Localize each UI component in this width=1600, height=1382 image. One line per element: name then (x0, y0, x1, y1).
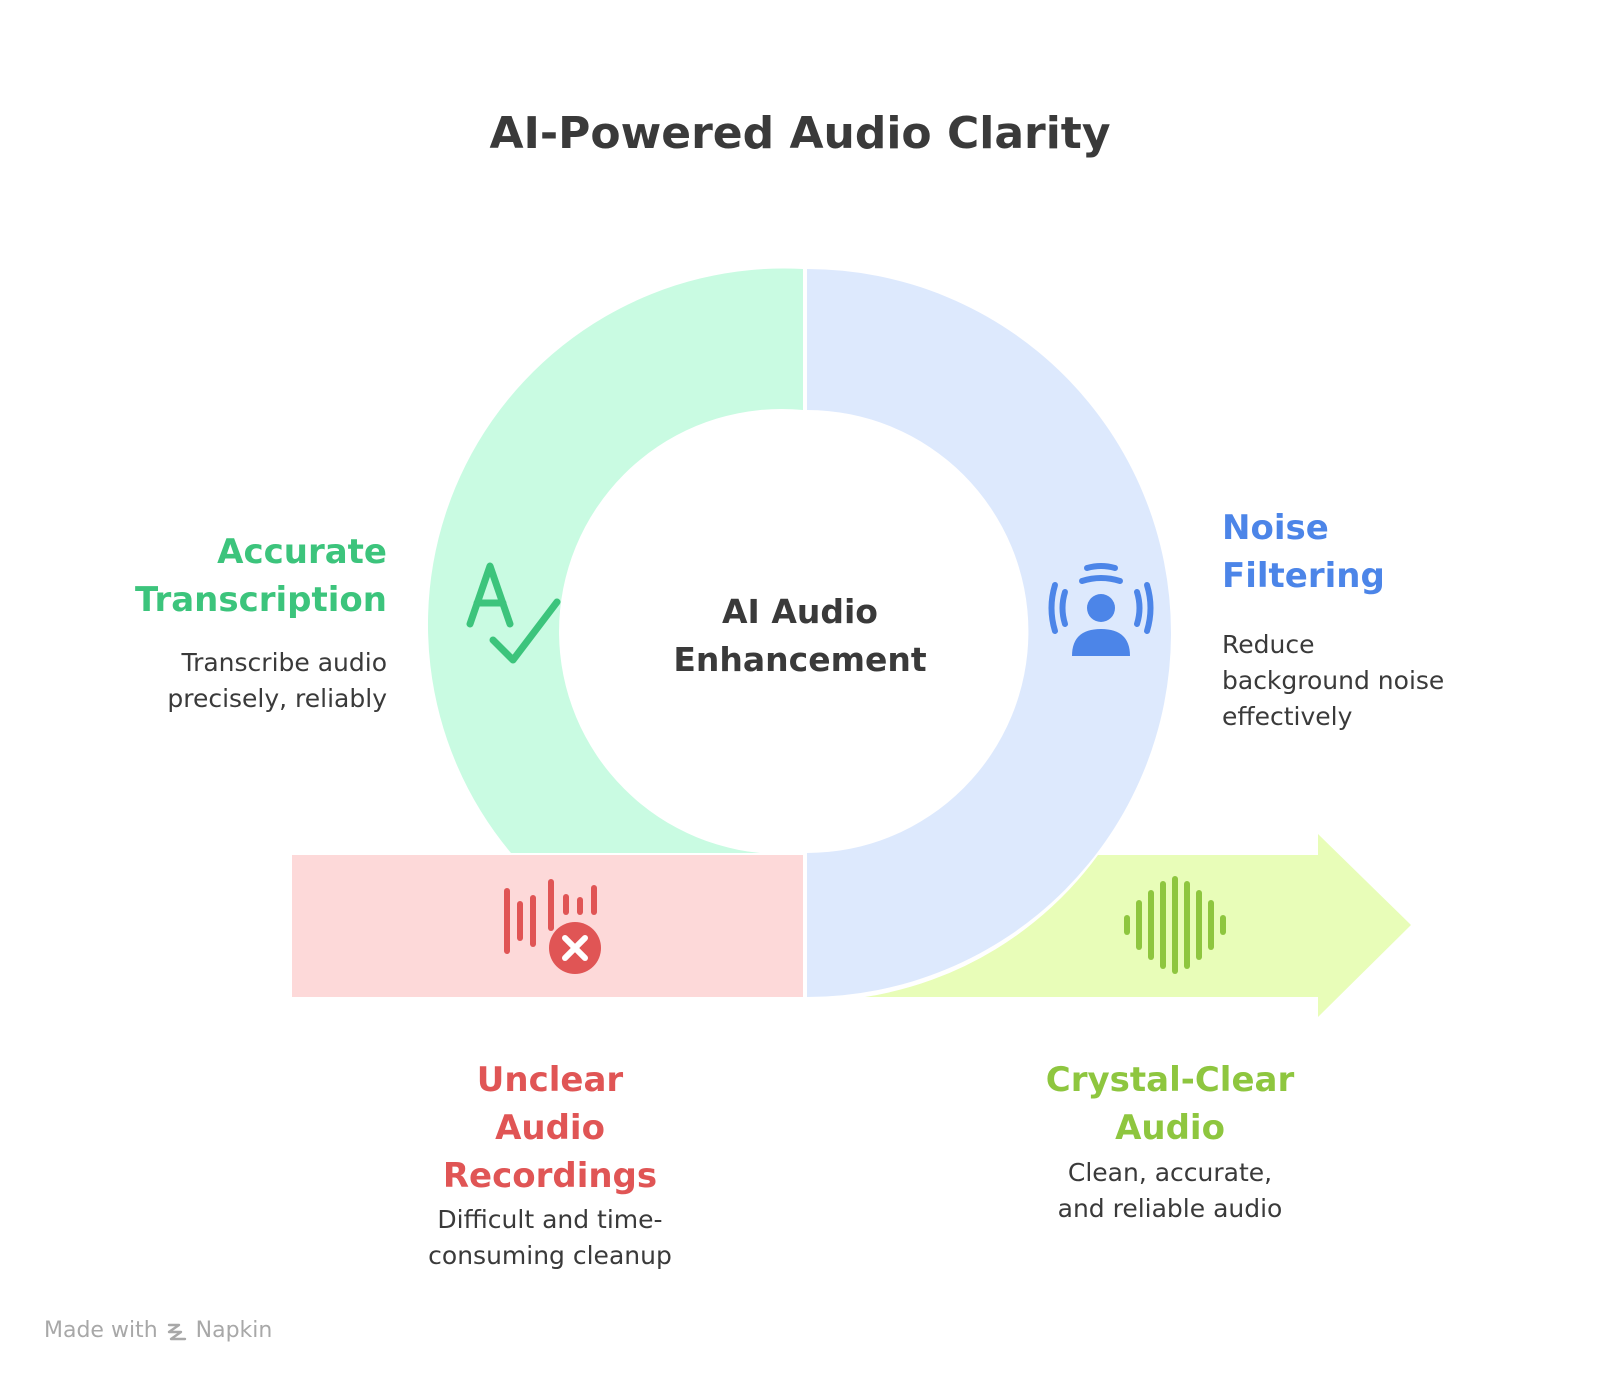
heading-line: Noise (1222, 508, 1329, 548)
noise-filtering-description: Reduce background noise effectively (1222, 627, 1522, 735)
center-label: AI Audio Enhancement (600, 588, 1000, 684)
transcription-description: Transcribe audio precisely, reliably (87, 645, 387, 717)
heading-line: Crystal-Clear (1045, 1060, 1295, 1100)
made-with-label: Made with (44, 1318, 158, 1343)
heading-line: Filtering (1222, 556, 1385, 596)
unclear-audio-heading: Unclear Audio Recordings (400, 1056, 700, 1200)
heading-line: Audio (495, 1108, 605, 1148)
transcription-heading: Accurate Transcription (47, 528, 387, 624)
heading-line: Unclear (476, 1060, 624, 1100)
description-line: Clean, accurate, (1067, 1158, 1273, 1187)
spell-check-icon (466, 562, 561, 664)
crystal-clear-heading: Crystal-Clear Audio (990, 1056, 1350, 1152)
description-line: and reliable audio (1057, 1194, 1283, 1223)
unclear-audio-description: Difficult and time- consuming cleanup (380, 1202, 720, 1274)
waveform-error-icon (504, 879, 601, 974)
crystal-clear-description: Clean, accurate, and reliable audio (1010, 1155, 1330, 1227)
napkin-logo-icon (167, 1323, 186, 1340)
center-label-line: Enhancement (673, 640, 927, 679)
description-line: precisely, reliably (167, 684, 387, 713)
description-line: effectively (1222, 702, 1353, 731)
made-with-napkin[interactable]: Made with Napkin (44, 1318, 272, 1343)
page-title: AI-Powered Audio Clarity (489, 108, 1111, 159)
heading-line: Transcription (135, 580, 387, 620)
napkin-brand: Napkin (195, 1318, 273, 1343)
transcription-ring-segment (427, 268, 803, 853)
heading-line: Recordings (442, 1156, 658, 1196)
center-label-line: AI Audio (722, 592, 878, 631)
heading-line: Audio (1115, 1108, 1225, 1148)
noise-filtering-heading: Noise Filtering (1222, 504, 1522, 600)
unclear-audio-bar (292, 855, 803, 997)
person-sound-icon (1048, 563, 1154, 656)
description-line: Reduce (1222, 630, 1315, 659)
description-line: consuming cleanup (428, 1241, 672, 1270)
waveform-icon (1124, 876, 1226, 974)
description-line: background noise (1222, 666, 1445, 695)
noise-filtering-ring-segment (807, 269, 1171, 997)
description-line: Transcribe audio (181, 648, 387, 677)
heading-line: Accurate (217, 532, 387, 572)
description-line: Difficult and time- (437, 1205, 663, 1234)
